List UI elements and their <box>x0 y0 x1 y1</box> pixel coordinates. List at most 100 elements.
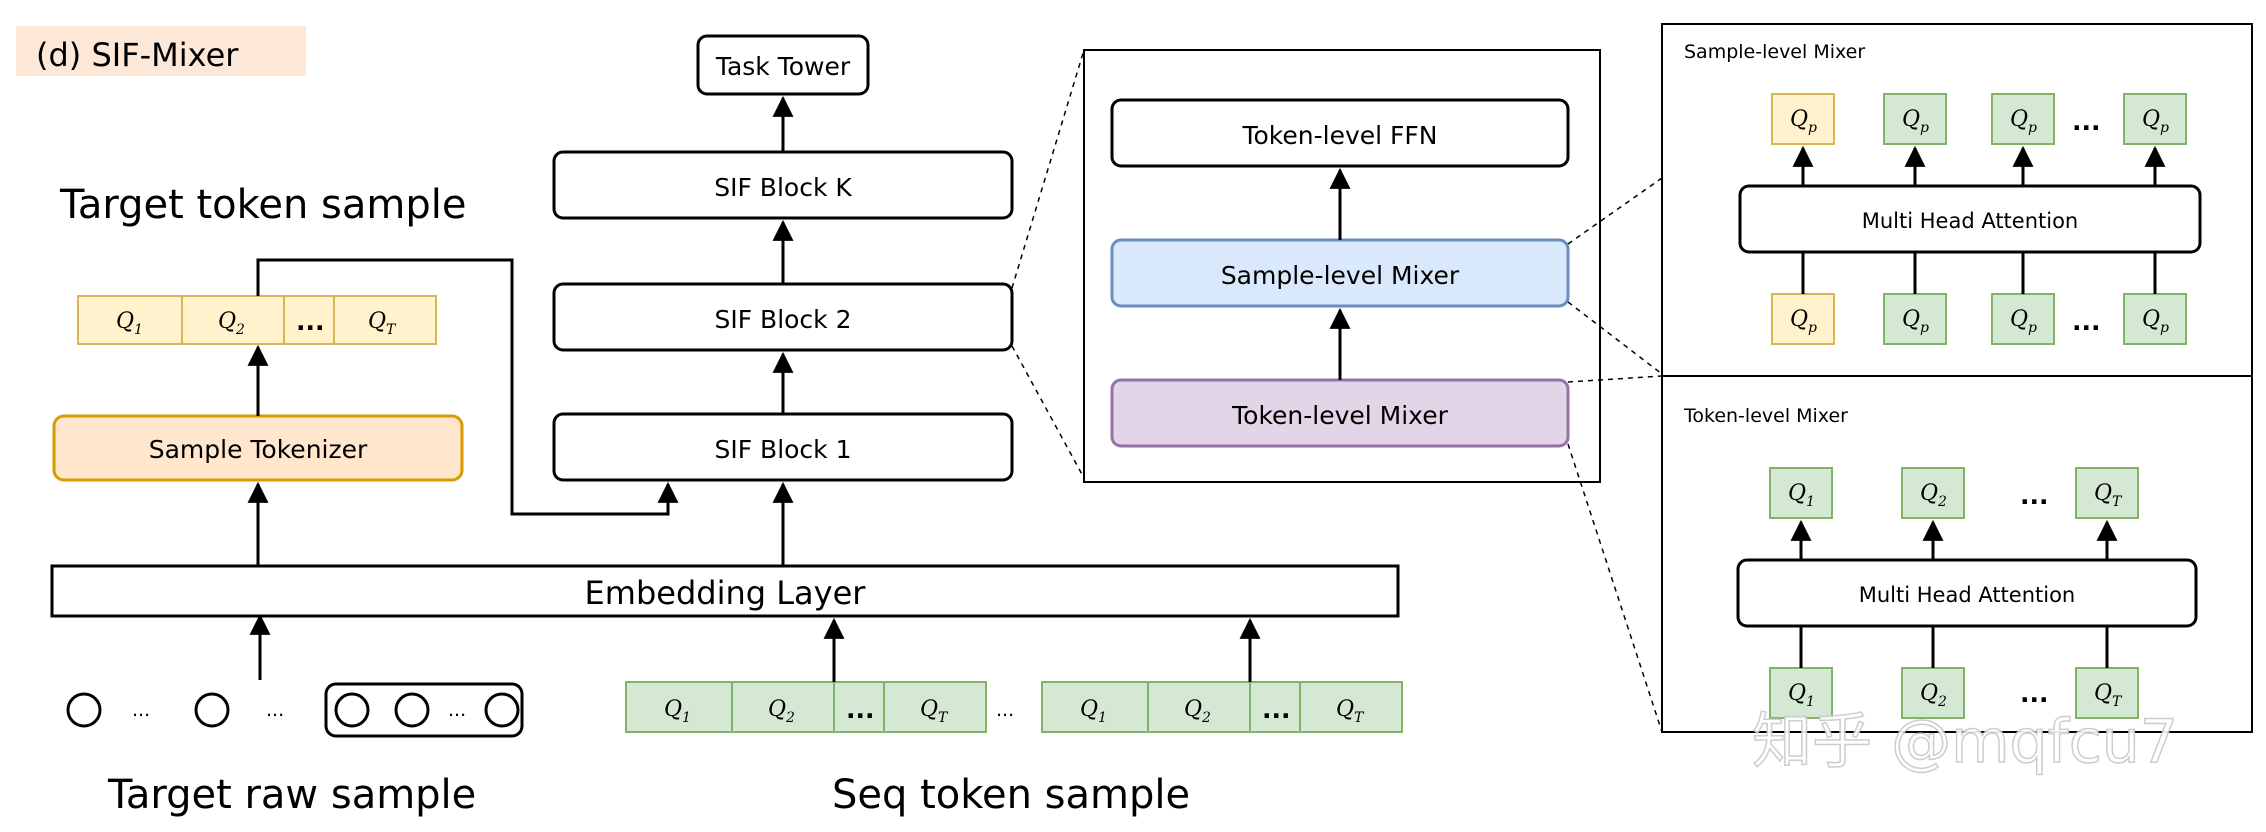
q-subscript: T <box>2112 694 2123 710</box>
q-subscript: p <box>2160 120 2169 136</box>
q-subscript: T <box>386 322 397 338</box>
seq-token-q1 <box>625 681 733 733</box>
q-label: Q <box>2010 107 2028 132</box>
seq-token-sample-heading: Seq token sample <box>832 772 1190 818</box>
seq-token-q2 <box>1147 681 1251 733</box>
q-label: Q <box>2094 481 2112 506</box>
raw-feature-circle <box>66 692 102 728</box>
q-subscript: 2 <box>235 322 245 338</box>
seq-token-ellipsis <box>1249 681 1301 733</box>
token-input-q1 <box>1769 667 1833 719</box>
seq-token-qt <box>883 681 987 733</box>
svg-text:QT: QT <box>2094 681 2123 710</box>
ellipsis-label: ... <box>266 699 284 721</box>
token-output-q1 <box>1769 467 1833 519</box>
q-subscript: p <box>1920 320 1929 336</box>
zoom-line-token-bottom <box>1567 443 1663 733</box>
svg-text:Qp: Qp <box>1790 107 1817 136</box>
zoom-line-bottom <box>1011 345 1085 479</box>
q-subscript: 1 <box>1098 710 1107 726</box>
q-subscript: p <box>2028 120 2037 136</box>
sample-panel-attention-label: Multi Head Attention <box>1862 209 2079 233</box>
q-subscript: 2 <box>1201 710 1211 726</box>
raw-feature-circle <box>194 692 230 728</box>
svg-text:Q1: Q1 <box>116 309 143 338</box>
q-label: Q <box>1080 697 1098 722</box>
svg-text:QT: QT <box>2094 481 2123 510</box>
seq-token-group-1: Q1 Q2 ... QT <box>625 681 987 733</box>
svg-text:Q2: Q2 <box>768 697 795 726</box>
raw-feature-circle <box>394 692 430 728</box>
svg-text:Q1: Q1 <box>1788 481 1815 510</box>
sample-panel-inputs: Qp Qp Qp ... Qp <box>1771 293 2187 345</box>
target-token-sample-heading: Target token sample <box>59 182 466 228</box>
q-label: Q <box>1920 481 1938 506</box>
raw-feature-circle <box>484 692 520 728</box>
target-raw-sample-row: ... ... ... <box>66 682 524 738</box>
figure-tag-background <box>16 26 306 76</box>
q-label: Q <box>218 309 236 334</box>
token-panel-connectors <box>1790 519 2118 668</box>
token-level-mixer-label: Token-level Mixer <box>1231 401 1448 430</box>
q-label: Q <box>2142 307 2160 332</box>
sample-panel-connectors <box>1792 145 2166 294</box>
q-label: Q <box>1902 107 1920 132</box>
q-subscript: p <box>1920 120 1929 136</box>
q-subscript: p <box>1808 320 1817 336</box>
q-subscript: 1 <box>1806 494 1815 510</box>
svg-text:QT: QT <box>368 309 397 338</box>
sample-panel-outputs: Qp Qp Qp ... Qp <box>1771 93 2187 145</box>
zoom-line-top <box>1011 49 1085 289</box>
sample-output-qp <box>2123 93 2187 145</box>
ellipsis-label: ... <box>996 699 1014 721</box>
q-label: Q <box>1788 481 1806 506</box>
svg-text:Qp: Qp <box>2010 107 2037 136</box>
seq-token-qt <box>1299 681 1403 733</box>
token-input-qt <box>2075 667 2139 719</box>
token-level-ffn-box <box>1110 98 1570 168</box>
arrow-target-tokens-to-sif-block-1 <box>256 258 679 516</box>
ellipsis-label: ... <box>2072 307 2101 336</box>
ellipsis-label: ... <box>296 307 325 336</box>
token-panel-title: Token-level Mixer <box>1683 405 1848 427</box>
task-tower-label: Task Tower <box>715 52 851 81</box>
embedding-layer-label: Embedding Layer <box>585 574 867 612</box>
target-token-q1 <box>77 295 183 345</box>
token-panel-outputs: Q1 Q2 ... QT <box>1769 467 2139 519</box>
svg-text:Q2: Q2 <box>218 309 245 338</box>
svg-text:Qp: Qp <box>2010 307 2037 336</box>
seq-token-ellipsis <box>833 681 885 733</box>
sample-tokenizer-label: Sample Tokenizer <box>149 435 368 464</box>
q-subscript: T <box>1354 710 1365 726</box>
sample-input-qp <box>1991 293 2055 345</box>
q-label: Q <box>2142 107 2160 132</box>
q-subscript: p <box>2028 320 2037 336</box>
q-label: Q <box>1920 681 1938 706</box>
svg-text:Q1: Q1 <box>1788 681 1815 710</box>
q-label: Q <box>1790 307 1808 332</box>
q-subscript: 2 <box>785 710 795 726</box>
q-label: Q <box>768 697 786 722</box>
token-level-ffn-label: Token-level FFN <box>1241 121 1437 150</box>
q-subscript: p <box>2160 320 2169 336</box>
token-panel-attention-label: Multi Head Attention <box>1859 583 2076 607</box>
q-subscript: 1 <box>134 322 143 338</box>
sample-panel-title: Sample-level Mixer <box>1684 41 1865 63</box>
target-raw-sample-heading: Target raw sample <box>107 772 476 818</box>
target-token-ellipsis <box>283 295 335 345</box>
ellipsis-label: ... <box>846 695 875 724</box>
q-subscript: 2 <box>1937 494 1947 510</box>
q-label: Q <box>1336 697 1354 722</box>
q-label: Q <box>116 309 134 334</box>
seq-token-group-2: Q1 Q2 ... QT <box>1041 681 1403 733</box>
sample-output-qp <box>1883 93 1947 145</box>
figure-tag: (d) SIF-Mixer <box>36 36 239 74</box>
sample-panel-attention-box <box>1738 184 2202 254</box>
q-label: Q <box>368 309 386 334</box>
q-subscript: 1 <box>1806 694 1815 710</box>
svg-text:Q2: Q2 <box>1920 681 1947 710</box>
svg-text:QT: QT <box>920 697 949 726</box>
embedding-layer-box <box>50 564 1400 618</box>
ellipsis-label: ... <box>1262 695 1291 724</box>
